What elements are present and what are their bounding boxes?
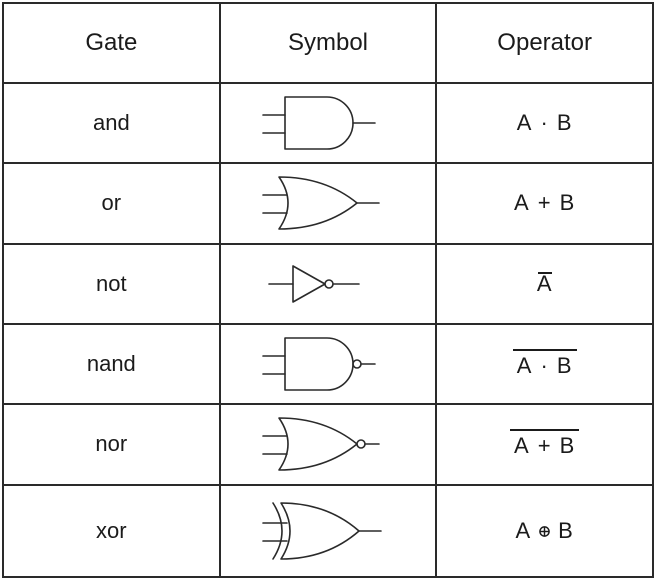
xor-circle-plus-icon	[539, 525, 550, 537]
not-gate-icon	[268, 264, 360, 303]
gate-name: nand	[2, 322, 221, 406]
gate-symbol	[218, 162, 438, 245]
gate-operator: A·B	[435, 81, 654, 165]
and-gate-icon	[262, 96, 376, 150]
gate-name: not	[2, 242, 221, 325]
gate-operator: A+B	[435, 162, 654, 245]
xor-gate-icon	[262, 501, 382, 560]
gate-name: and	[2, 81, 221, 165]
header-row: Gate Symbol Operator	[2, 2, 654, 84]
table-row: not A	[2, 242, 654, 325]
header-symbol: Symbol	[218, 2, 438, 84]
nand-gate-icon	[262, 337, 376, 391]
gate-operator: A·B	[435, 322, 654, 406]
overline-bar	[537, 271, 552, 274]
table-row: nor A+B	[2, 403, 654, 486]
gate-name: xor	[2, 483, 221, 579]
gate-symbol	[218, 81, 438, 165]
gate-symbol	[218, 483, 438, 579]
operator-expression: A+B	[510, 429, 580, 459]
header-gate: Gate	[2, 2, 221, 84]
or-gate-icon	[262, 176, 380, 231]
gate-symbol	[218, 403, 438, 486]
gate-name: nor	[2, 403, 221, 486]
table-row: nand A·B	[2, 322, 654, 406]
operator-expression: A	[536, 270, 553, 296]
header-operator: Operator	[435, 2, 654, 84]
gate-operator: A+B	[435, 403, 654, 486]
operator-expression: A+B	[514, 190, 576, 216]
operator-expression: A·B	[516, 110, 573, 136]
table-row: and A·B	[2, 81, 654, 165]
gate-name: or	[2, 162, 221, 245]
operator-expression: A·B	[512, 349, 577, 379]
gate-operator: A	[435, 242, 654, 325]
gate-symbol	[218, 322, 438, 406]
nor-gate-icon	[262, 417, 380, 472]
table-row: or A+B	[2, 162, 654, 245]
gate-symbol	[218, 242, 438, 325]
